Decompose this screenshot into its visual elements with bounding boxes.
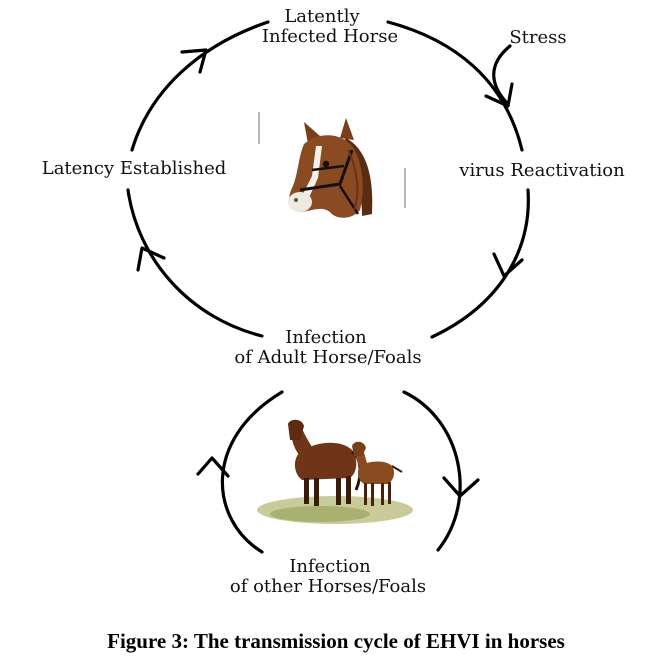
foal-leg-1 (364, 483, 367, 505)
foal-head (352, 441, 366, 456)
horse-nostril (294, 198, 298, 202)
arrowhead-stress (484, 82, 514, 108)
label-latently: Latently (284, 6, 360, 27)
horse-cheek-shading (347, 149, 359, 211)
mare-body (294, 442, 357, 480)
horse-head-illustration (258, 112, 406, 218)
mare-leg-4 (346, 476, 351, 504)
arc-left-top (130, 20, 270, 152)
arrowhead-secondary-right (442, 476, 480, 498)
horse-mane (340, 138, 373, 216)
artist-mark-right (404, 168, 406, 208)
mare-and-foal-illustration (257, 419, 413, 524)
main-cycle-arrows (126, 20, 530, 339)
horse-muzzle (288, 192, 312, 212)
secondary-cycle-arrows (196, 390, 480, 554)
arc-top-right (386, 20, 524, 152)
arc-right (430, 188, 530, 339)
bridle-cheekpiece (311, 164, 345, 172)
label-infection-secondary: Infection (289, 556, 371, 577)
artist-mark-left (258, 112, 260, 144)
arc-secondary-right (402, 390, 462, 552)
label-infection: Infection (285, 327, 367, 348)
arrowhead-right (492, 252, 524, 278)
cycle-labels: Latently Infected Horse Stress virus Rea… (42, 6, 625, 597)
label-other-horses-foals: of other Horses/Foals (230, 576, 426, 597)
grass-patch-dark (270, 506, 370, 522)
foal-body (357, 461, 395, 484)
label-latency-established: Latency Established (42, 158, 227, 179)
label-infected-horse: Infected Horse (262, 26, 398, 47)
arrowhead-left (136, 246, 166, 272)
foal-tail (391, 465, 403, 473)
foal-leg-4 (388, 482, 391, 504)
label-stress: Stress (509, 27, 566, 48)
foal-leg-3 (381, 483, 384, 505)
label-virus-reactivation: virus Reactivation (458, 160, 625, 181)
arrowhead-secondary-left (196, 456, 230, 478)
horse-ear-right (340, 118, 354, 140)
foal-leg-2 (371, 483, 374, 506)
arc-secondary-left (220, 390, 284, 554)
label-adult-horse-foals: of Adult Horse/Foals (234, 347, 421, 368)
arc-left-bottom (126, 188, 264, 338)
mare-head (288, 419, 304, 440)
mare-leg-3 (336, 478, 341, 505)
arrowhead-top-left (180, 48, 208, 74)
mare-leg-1 (304, 478, 309, 504)
mare-leg-2 (314, 478, 319, 506)
figure-caption: Figure 3: The transmission cycle of EHVI… (107, 629, 565, 653)
horse-eye (322, 160, 330, 168)
bridle-noseband (299, 149, 354, 192)
stress-arrow (492, 44, 512, 104)
